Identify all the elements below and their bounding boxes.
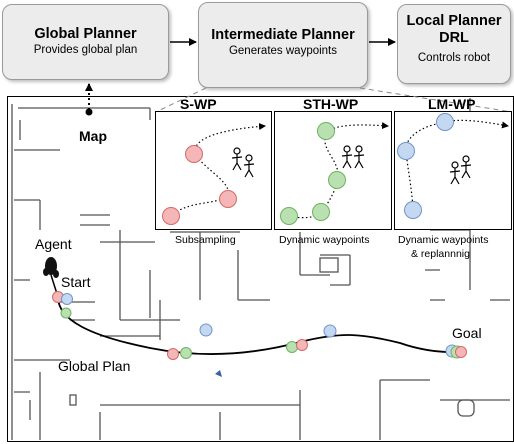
zoom-line-left xyxy=(155,87,207,113)
global-planner-subtitle: Provides global plan xyxy=(33,44,138,56)
intermediate-planner-subtitle: Generates waypoints xyxy=(228,45,338,57)
agent-blob xyxy=(43,257,59,278)
s-wp-waypoint xyxy=(219,190,237,208)
sth-wp-waypoint xyxy=(328,171,346,189)
sth-wp-waypoint xyxy=(280,207,298,225)
s-wp-waypoint xyxy=(162,207,180,225)
global-plan-label: Global Plan xyxy=(58,358,131,374)
panel-sth-wp-title: STH-WP xyxy=(303,96,359,112)
goal-label: Goal xyxy=(452,325,482,341)
start-label: Start xyxy=(61,274,91,290)
robot-marker xyxy=(215,370,222,377)
lm-wp-waypoint xyxy=(397,142,415,160)
global-planner-box: Global Planner Provides global plan xyxy=(2,4,169,80)
s-wp-waypoint xyxy=(185,145,203,163)
s-wp-path xyxy=(169,122,266,217)
map-waypoints xyxy=(52,291,467,360)
zoom-line-right xyxy=(359,87,513,113)
panel-s-wp-caption: Subsampling xyxy=(175,234,236,246)
panel-lm-wp-title: LM-WP xyxy=(428,96,476,112)
lm-wp-path xyxy=(405,119,509,210)
sth-wp-waypoint xyxy=(317,122,335,140)
agent-label: Agent xyxy=(35,236,72,252)
local-planner-box: Local Planner DRL Controls robot xyxy=(397,4,511,84)
panel-lm-wp-caption-line1: Dynamic waypoints xyxy=(398,234,489,246)
intermediate-planner-box: Intermediate Planner Generates waypoints xyxy=(198,2,368,88)
lm-wp-waypoint xyxy=(404,201,422,219)
panel-sth-wp-caption: Dynamic waypoints xyxy=(279,234,370,246)
lm-wp-waypoint xyxy=(436,113,454,131)
panel-s-wp-title: S-WP xyxy=(180,96,217,112)
local-planner-title-line2: DRL xyxy=(439,30,469,46)
sth-wp-waypoint xyxy=(312,203,330,221)
local-planner-title-line1: Local Planner xyxy=(406,13,502,29)
intermediate-planner-title: Intermediate Planner xyxy=(211,27,355,43)
map-label: Map xyxy=(79,128,107,144)
global-plan-curve xyxy=(57,296,463,357)
pedestrian-icons xyxy=(231,145,472,185)
global-planner-title: Global Planner xyxy=(34,26,137,42)
local-planner-subtitle: Controls robot xyxy=(417,52,491,64)
panel-lm-wp-caption-line2: & replannnig xyxy=(411,248,470,260)
map-dot xyxy=(85,108,93,116)
